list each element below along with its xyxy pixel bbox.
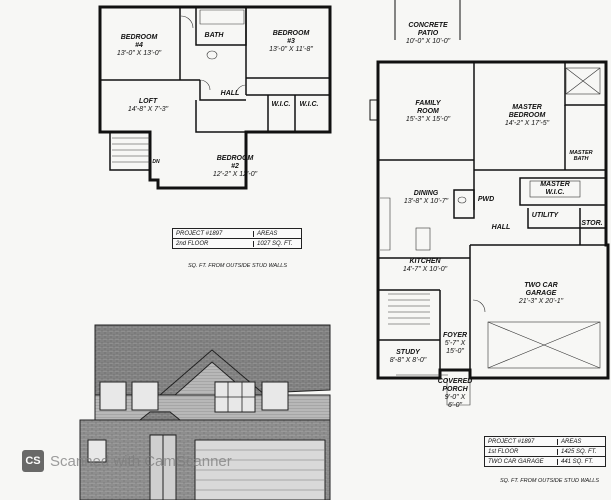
room-label: BEDROOM #3 13'-0" X 11'-8" (258, 30, 324, 54)
room-dimension: 13'-8" X 10'-7" (403, 198, 449, 205)
stair-direction: DN (152, 159, 160, 165)
room-label: PWD (476, 196, 496, 204)
room-dimension: 12'-2" X 12'-0" (212, 171, 258, 178)
room-dimension: 14'-8" X 7'-3" (127, 106, 169, 113)
room-name: HALL (491, 224, 511, 231)
room-label: HALL (218, 90, 242, 98)
room-dimension: 14'-2" X 17'-5" (504, 120, 550, 127)
room-name: BEDROOM #3 (272, 30, 310, 45)
room-name: HALL (220, 90, 240, 97)
room-dimension: 14'-7" X 10'-0" (402, 266, 448, 273)
room-label: STUDY 8'-8" X 8'-0" (384, 349, 432, 365)
front-elevation (79, 324, 331, 500)
room-name: FAMILY ROOM (415, 100, 441, 115)
room-label: FAMILY ROOM 15'-3" X 15'-0" (398, 100, 458, 124)
room-label: W.I.C. (268, 101, 294, 109)
room-name: W.I.C. (271, 101, 291, 108)
room-name: COVERED PORCH (437, 378, 473, 393)
room-name: TWO CAR GARAGE (524, 282, 558, 297)
room-label: STOR. (580, 220, 604, 228)
room-label: COVERED PORCH 9'-0" X 6'-0" (436, 378, 474, 410)
room-label: FOYER 5'-7" X 15'-0" (442, 332, 468, 356)
room-label: CONCRETE PATIO 10'-0" X 10'-0" (398, 22, 458, 46)
floor-area: 1027 SQ. FT. (253, 240, 301, 247)
room-label: MASTER BATH (566, 150, 596, 162)
room-name: W.I.C. (299, 101, 319, 108)
room-name: MASTER W.I.C. (540, 181, 570, 196)
garage-area: 441 SQ. FT. (557, 458, 605, 465)
room-dimension: 21'-3" X 20'-1" (518, 298, 564, 305)
room-name: FOYER (442, 332, 468, 339)
room-name: MASTER BEDROOM (508, 104, 546, 119)
room-name: DINING (413, 190, 439, 197)
garage-label: TWO CAR GARAGE (488, 458, 544, 465)
second-floor-partitions (100, 7, 330, 171)
room-dimension: 13'-0" X 11'-8" (269, 46, 313, 53)
camscanner-watermark: CS Scanned with CamScanner (22, 450, 232, 472)
floor-label: 1st FLOOR (488, 448, 519, 455)
room-name: MASTER BATH (569, 150, 593, 162)
room-label: W.I.C. (296, 101, 322, 109)
room-label: MASTER W.I.C. (532, 181, 578, 197)
first-floor-partitions (378, 62, 607, 370)
room-name: BEDROOM #4 (120, 34, 158, 49)
room-label: DN (150, 158, 162, 166)
room-name: STOR. (581, 220, 603, 227)
watermark-text: Scanned with CamScanner (50, 452, 232, 470)
area-note: SQ. FT. FROM OUTSIDE STUD WALLS (500, 478, 600, 484)
areas-header: AREAS (253, 230, 301, 237)
room-dimension: 15'-3" X 15'-0" (405, 116, 451, 123)
project-label: PROJECT #1897 (488, 438, 535, 445)
room-dimension: 10'-0" X 10'-0" (405, 38, 451, 45)
room-label: HALL (488, 224, 514, 232)
floor-label: 2nd FLOOR (176, 240, 209, 247)
room-dimension: 13'-0" X 13'-0" (116, 50, 162, 57)
room-label: BEDROOM #2 12'-2" X 12'-0" (205, 155, 265, 179)
room-name: KITCHEN (409, 258, 441, 265)
camscanner-logo-icon: CS (22, 450, 44, 472)
room-label: KITCHEN 14'-7" X 10'-0" (396, 258, 454, 274)
room-label: BEDROOM #4 13'-0" X 13'-0" (108, 34, 170, 58)
room-label: UTILITY (529, 212, 561, 220)
room-dimension: 5'-7" X 15'-0" (444, 340, 466, 355)
room-dimension: 8'-8" X 8'-0" (389, 357, 427, 364)
floor-area: 1425 SQ. FT. (557, 448, 605, 455)
room-label: TWO CAR GARAGE 21'-3" X 20'-1" (508, 282, 574, 306)
room-name: PWD (477, 196, 495, 203)
areas-header: AREAS (557, 438, 605, 445)
project-label: PROJECT #1897 (176, 230, 223, 237)
room-label: BATH (202, 32, 226, 40)
room-name: BEDROOM #2 (216, 155, 254, 170)
room-name: LOFT (138, 98, 158, 105)
room-label: MASTER BEDROOM 14'-2" X 17'-5" (496, 104, 558, 128)
area-note: SQ. FT. FROM OUTSIDE STUD WALLS (188, 263, 288, 269)
second-floor-area-table: PROJECT #1897 AREAS 2nd FLOOR 1027 SQ. FT. (172, 228, 302, 249)
room-name: CONCRETE PATIO (408, 22, 448, 37)
room-name: STUDY (396, 349, 420, 356)
room-dimension: 9'-0" X 6'-0" (444, 394, 466, 409)
first-floor-area-table: PROJECT #1897 AREAS 1st FLOOR 1425 SQ. FT.… (484, 436, 606, 467)
room-name: BATH (204, 32, 224, 39)
room-label: LOFT 14'-8" X 7'-3" (118, 98, 178, 114)
room-label: DINING 13'-8" X 10'-7" (396, 190, 456, 206)
room-name: UTILITY (531, 212, 559, 219)
